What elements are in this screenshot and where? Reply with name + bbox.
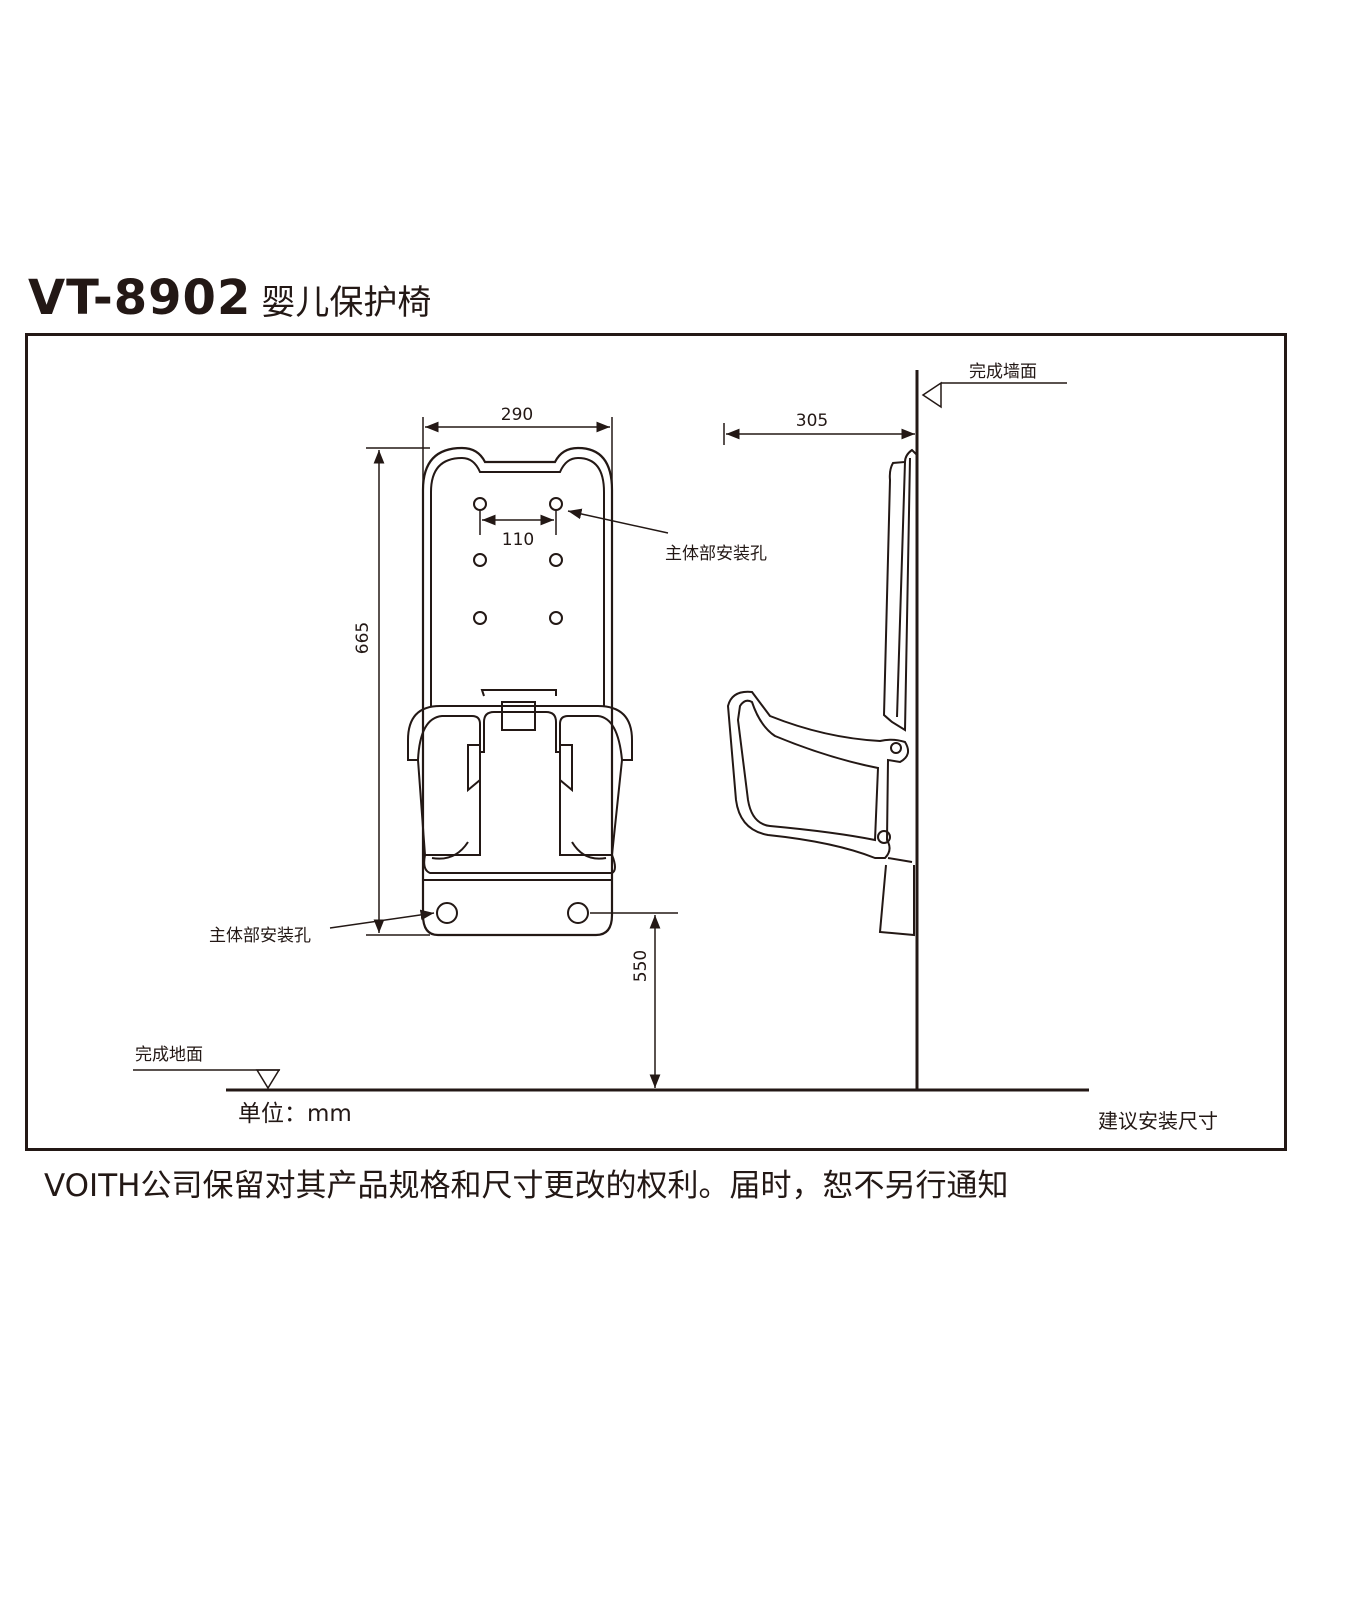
dimension-mount-height [590,912,678,1088]
dimension-projection [723,423,915,445]
label-width: 290 [501,405,533,425]
front-view-chair [407,446,633,937]
side-view-chair [726,448,918,937]
wall-marker-icon [921,381,1067,409]
label-mount-height: 550 [631,950,651,982]
drawing-frame [25,333,1287,1151]
label-finished-wall: 完成墙面 [969,362,1037,382]
label-projection: 305 [796,411,828,431]
label-height: 665 [353,622,373,654]
label-hole-spacing: 110 [502,530,534,550]
label-mount-hole-bottom: 主体部安装孔 [209,926,311,946]
model-number: VT-8902 [28,270,252,326]
floor-marker-icon [133,1069,281,1090]
dimension-width [422,417,613,488]
leader-mount-hole-top [567,508,669,534]
footer-notice: VOITH公司保留对其产品规格和尺寸更改的权利。届时，恕不另行通知 [44,1168,1009,1204]
product-name: 婴儿保护椅 [261,283,432,323]
leader-mount-hole-bottom [329,909,435,929]
label-unit: 单位：mm [238,1101,352,1127]
dimension-height [366,447,430,936]
label-mount-hole-top: 主体部安装孔 [665,544,767,564]
label-recommended: 建议安装尺寸 [1098,1109,1218,1133]
dimension-hole-spacing [479,510,557,535]
label-finished-floor: 完成地面 [135,1045,203,1065]
